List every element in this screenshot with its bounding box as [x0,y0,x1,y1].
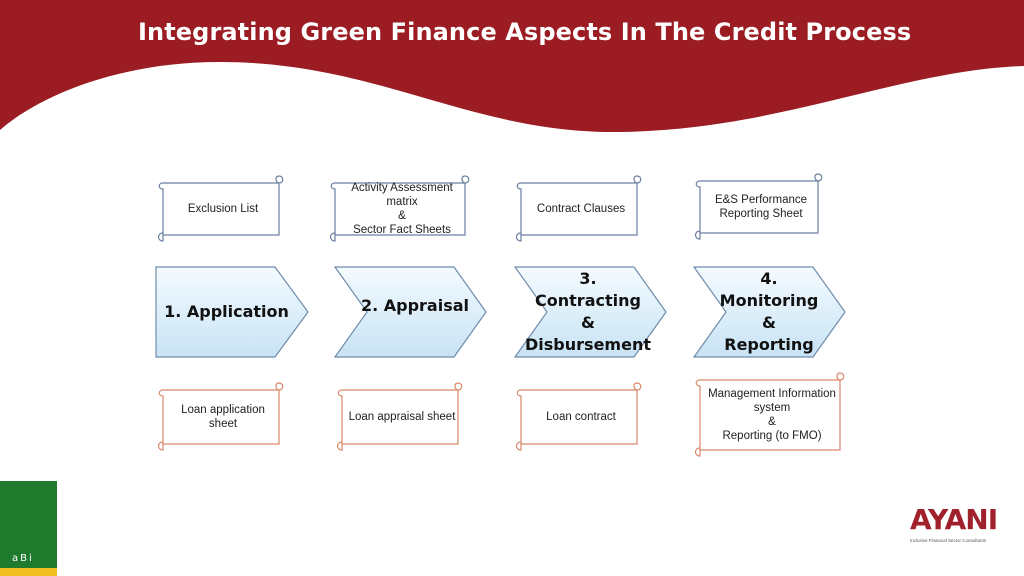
scroll-management-information: Management Information system & Reporting (… [692,372,848,457]
step-label: 1. Application [159,266,294,358]
scroll-line: Exclusion List [187,203,259,215]
logo-stripe [0,568,57,576]
scroll-text: Management Information system & Reporting (… [704,382,840,448]
step-label-line: 1. Application [164,302,289,321]
scroll-line: Sector Fact Sheets [353,224,451,236]
scroll-text: Exclusion List [167,185,279,233]
scroll-loan-contract: Loan contract [513,382,645,451]
ayani-logo-word: AYANI [910,503,998,536]
scroll-line: system [753,402,791,414]
scroll-line: Activity Assessment matrix [351,182,453,208]
scroll-loan-appraisal: Loan appraisal sheet [334,382,466,451]
scroll-text: Contract Clauses [525,185,637,233]
scroll-line: Management Information [708,388,836,400]
scroll-line: Reporting (to FMO) [722,430,822,442]
step-contracting-disbursement: 3. Contracting & Disbursement [514,266,668,358]
scroll-line: Contract Clauses [536,203,626,215]
scroll-line: Loan contract [546,411,616,423]
scroll-line: E&S Performance [714,194,808,206]
step-label-line: 3. Contracting [535,269,641,310]
scroll-line: Loan application [181,404,265,416]
scroll-text: Loan appraisal sheet [346,392,458,442]
step-label-line: & [581,313,595,332]
abi-logo-text: aBi [12,553,34,564]
scroll-contract-clauses: Contract Clauses [513,175,645,242]
header-banner [0,0,1024,133]
scroll-text: Loan contract [525,392,637,442]
step-label-line: & [762,313,776,332]
step-label-line: 2. Appraisal [360,296,470,315]
scroll-loan-application: Loan application sheet [155,382,287,451]
step-label: 3. Contracting & Disbursement [525,266,651,358]
scroll-line: Loan appraisal sheet [348,411,456,423]
step-application: 1. Application [155,266,310,358]
scroll-line: & [398,210,406,222]
step-appraisal: 2. Appraisal [334,266,488,358]
step-label: 4. Monitoring & Reporting [713,266,825,358]
step-label: 2. Appraisal [360,266,470,346]
scroll-activity-assessment: Activity Assessment matrix & Sector Fact S… [327,175,473,242]
ayani-logo-tagline: Inclusive Financial Sector Consultants [910,538,987,543]
scroll-text: Loan application sheet [167,392,279,442]
scroll-line: Reporting Sheet [719,208,803,220]
step-label-line: Reporting [724,335,814,354]
scroll-text: Activity Assessment matrix & Sector Fact S… [339,182,465,236]
scroll-exclusion-list: Exclusion List [155,175,287,242]
step-label-line: 4. Monitoring [719,269,819,310]
scroll-line: sheet [208,418,238,430]
scroll-line: & [768,416,776,428]
ayani-logo: AYANI Inclusive Financial Sector Consult… [906,503,998,546]
abi-logo: aBi [0,481,57,576]
step-monitoring-reporting: 4. Monitoring & Reporting [693,266,847,358]
page-title: Integrating Green Finance Aspects In The… [138,18,912,46]
step-label-line: Disbursement [525,335,651,354]
